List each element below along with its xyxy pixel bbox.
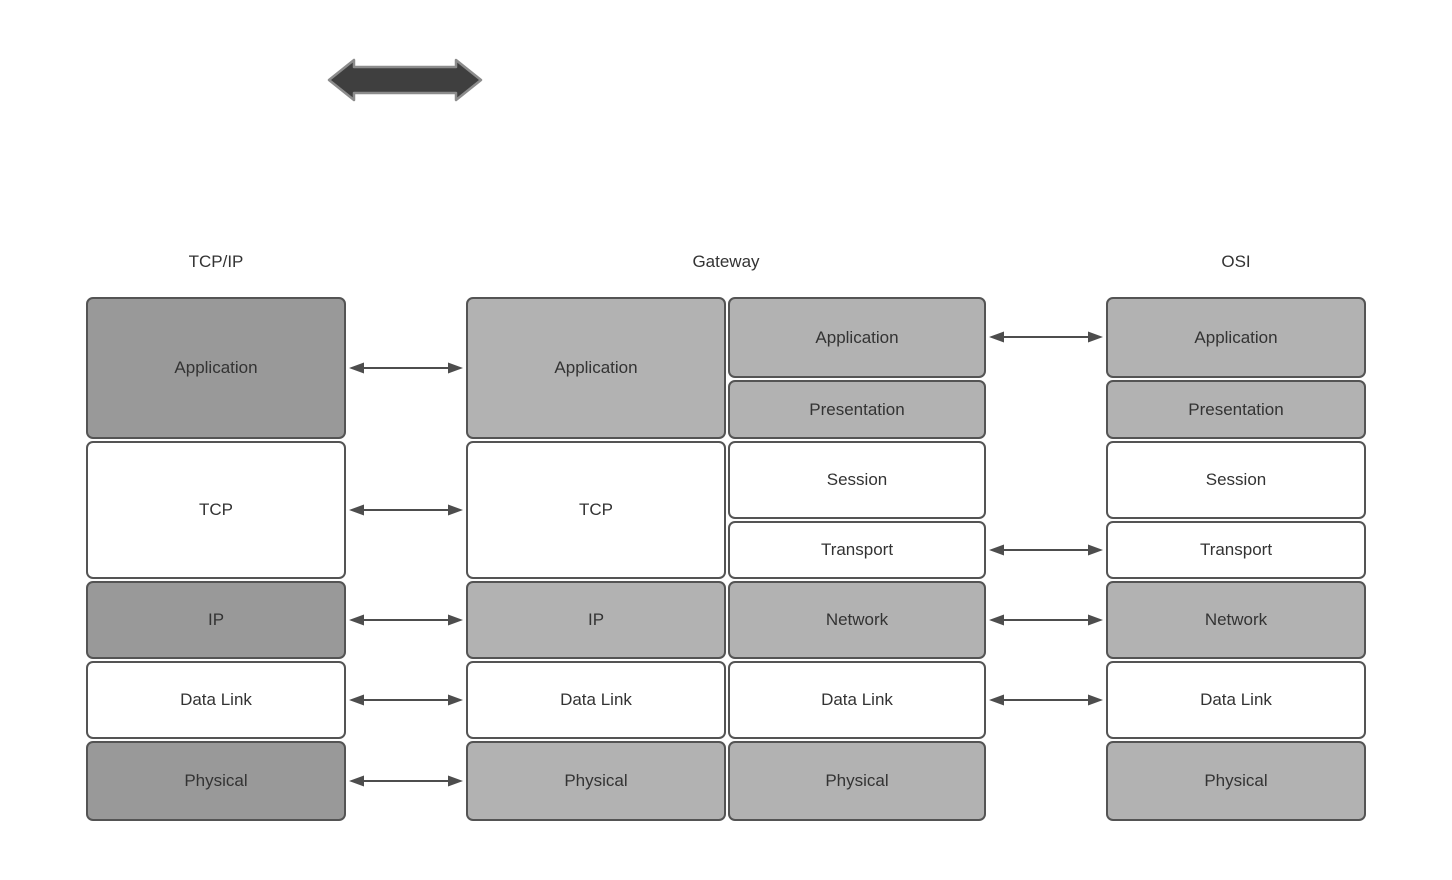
layer-gateway-left-datalink: Data Link [466, 661, 726, 739]
layer-gateway-left-physical: Physical [466, 741, 726, 821]
layer-osi-transport: Transport [1106, 521, 1366, 579]
connector-tcpip-gateway-tcp [349, 504, 463, 516]
layer-tcpip-tcp: TCP [86, 441, 346, 579]
layer-osi-network: Network [1106, 581, 1366, 659]
layer-gateway-right-transport: Transport [728, 521, 986, 579]
connector-tcpip-gateway-physical [349, 775, 463, 787]
layer-gateway-right-physical: Physical [728, 741, 986, 821]
connector-tcpip-gateway-application [349, 362, 463, 374]
connector-gateway-osi-application [989, 331, 1103, 343]
thick-double-arrow-icon [327, 58, 483, 102]
layer-tcpip-datalink: Data Link [86, 661, 346, 739]
layer-osi-datalink: Data Link [1106, 661, 1366, 739]
layer-gateway-left-application: Application [466, 297, 726, 439]
layer-osi-presentation: Presentation [1106, 380, 1366, 439]
connector-tcpip-gateway-ip [349, 614, 463, 626]
layer-osi-application: Application [1106, 297, 1366, 378]
connector-gateway-osi-transport [989, 544, 1103, 556]
layer-gateway-right-network: Network [728, 581, 986, 659]
layer-gateway-right-session: Session [728, 441, 986, 519]
connector-gateway-osi-network [989, 614, 1103, 626]
layer-gateway-right-presentation: Presentation [728, 380, 986, 439]
column-title-tcpip: TCP/IP [188, 252, 244, 271]
layer-osi-session: Session [1106, 441, 1366, 519]
layer-tcpip-ip: IP [86, 581, 346, 659]
layer-gateway-right-application: Application [728, 297, 986, 378]
column-title-osi: OSI [1221, 252, 1251, 271]
layer-osi-physical: Physical [1106, 741, 1366, 821]
layer-tcpip-physical: Physical [86, 741, 346, 821]
layer-tcpip-application: Application [86, 297, 346, 439]
connector-gateway-osi-datalink [989, 694, 1103, 706]
column-title-gateway: Gateway [692, 252, 760, 271]
connector-tcpip-gateway-datalink [349, 694, 463, 706]
layer-gateway-left-tcp: TCP [466, 441, 726, 579]
layer-gateway-left-ip: IP [466, 581, 726, 659]
layer-gateway-right-datalink: Data Link [728, 661, 986, 739]
